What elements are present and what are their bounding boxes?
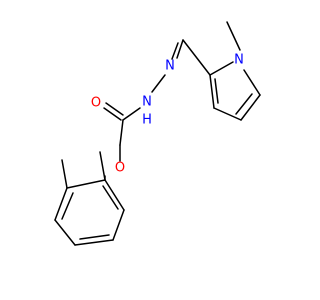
bond-pyrrole-inner-1 xyxy=(235,93,253,115)
ether-oxygen-label: O xyxy=(115,161,125,176)
bond-ring-c3-c4 xyxy=(54,219,76,246)
bond-ring-inner-1 xyxy=(61,192,74,220)
bond-carbonyl-double-2 xyxy=(105,102,124,116)
imine-nitrogen-label: N xyxy=(165,59,175,74)
bond-ring-c2-c3 xyxy=(54,187,68,221)
atom-labels: O N H N N O xyxy=(91,53,244,176)
carbonyl-oxygen-label: O xyxy=(91,96,101,111)
bond-pyrrole-c4-c3 xyxy=(213,107,242,121)
amide-hydrogen-label: H xyxy=(142,113,152,128)
bond-amide-n-to-imine-n xyxy=(151,74,166,93)
bond-pyrrole-c2-n xyxy=(209,61,234,76)
molecule-diagram: O N H N N O xyxy=(54,21,261,246)
bond-n-methyl xyxy=(226,21,241,51)
bond-imine-n-to-ch xyxy=(176,39,184,59)
bond-ring-inner-2 xyxy=(79,234,110,240)
bond-ring-inner-3 xyxy=(102,185,119,210)
bond-pyrrole-c5-c4 xyxy=(240,94,261,121)
bond-pyrrole-c3-c2 xyxy=(209,74,215,109)
bond-methyl-c2-to-ring xyxy=(61,159,68,189)
amide-nitrogen-label: N xyxy=(142,95,152,110)
pyrrole-nitrogen-label: N xyxy=(234,53,244,68)
bond-ch-to-pyrrole-c2 xyxy=(182,39,211,76)
bond-methyl-c1-to-ring xyxy=(99,151,106,181)
molecule-structure: O N H N N O xyxy=(54,21,261,246)
bond-carbonyl-double-1 xyxy=(103,107,122,121)
bond-ch2-to-carbonyl xyxy=(119,119,124,146)
bond-pyrrole-inner-2 xyxy=(214,78,219,104)
bond-ring-c4-c5 xyxy=(74,239,114,246)
bonds xyxy=(54,21,261,246)
bond-pyrrole-n-c5 xyxy=(243,69,261,96)
bond-ring-c5-c6 xyxy=(112,209,125,241)
bond-ring-c1-c2 xyxy=(66,179,106,189)
bond-imine-double-offset xyxy=(171,42,179,60)
bond-ring-c6-c1 xyxy=(104,179,125,211)
bond-carbonyl-to-amide-n xyxy=(122,107,141,121)
